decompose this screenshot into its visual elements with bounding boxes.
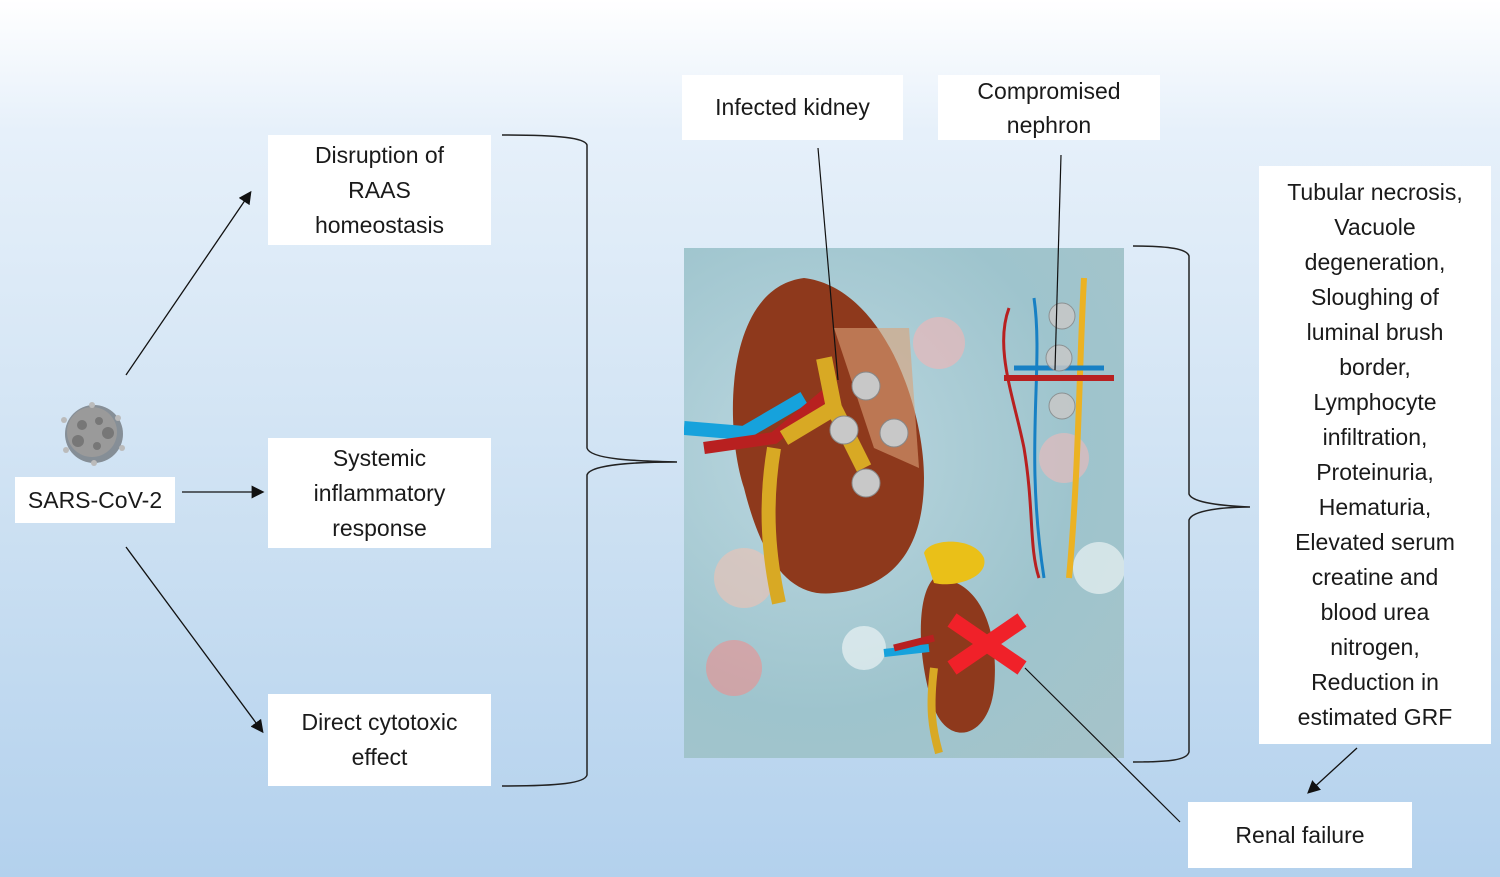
mechanism-label: Systemic inflammatory response — [313, 444, 446, 541]
renal-failure-box: Renal failure — [1188, 802, 1412, 868]
renal-failure-label: Renal failure — [1235, 821, 1365, 848]
mechanism-label: Disruption of RAAS homeostasis — [314, 141, 445, 238]
infected-kidney-pointer — [817, 147, 839, 381]
compromised-nephron-label-box: Compromised nephron — [938, 75, 1160, 140]
sars-cov-2-box: SARS-CoV-2 — [15, 477, 175, 523]
mechanism-label: Direct cytotoxic effect — [301, 709, 458, 770]
renal-failure-pointer — [1024, 667, 1181, 823]
left-brace — [501, 134, 678, 787]
arrow-to-raas — [125, 190, 252, 376]
findings-text: Tubular necrosis, Vacuole degeneration, … — [1287, 179, 1463, 730]
sars-cov-2-label: SARS-CoV-2 — [27, 486, 163, 513]
arrow-to-cytotoxic — [125, 546, 264, 734]
failed-kidney-icon — [883, 541, 1027, 755]
mechanism-inflammation-box: Systemic inflammatory response — [268, 438, 491, 548]
mechanism-raas-box: Disruption of RAAS homeostasis — [268, 135, 491, 245]
right-brace — [1132, 245, 1251, 763]
arrow-to-renal-failure — [1307, 747, 1358, 794]
infected-kidney-label-box: Infected kidney — [682, 75, 903, 140]
infected-kidney-label: Infected kidney — [715, 94, 870, 120]
kidney-illustration — [683, 248, 1125, 758]
infected-kidney-icon — [683, 278, 924, 605]
nephron-icon — [1002, 277, 1114, 579]
x-mark-icon — [947, 613, 1027, 675]
mechanism-cytotoxic-box: Direct cytotoxic effect — [268, 694, 491, 786]
virus-icon — [61, 402, 125, 466]
compromised-nephron-label: Compromised nephron — [977, 77, 1121, 138]
findings-box: Tubular necrosis, Vacuole degeneration, … — [1259, 166, 1491, 744]
nephron-pointer — [1054, 154, 1062, 371]
